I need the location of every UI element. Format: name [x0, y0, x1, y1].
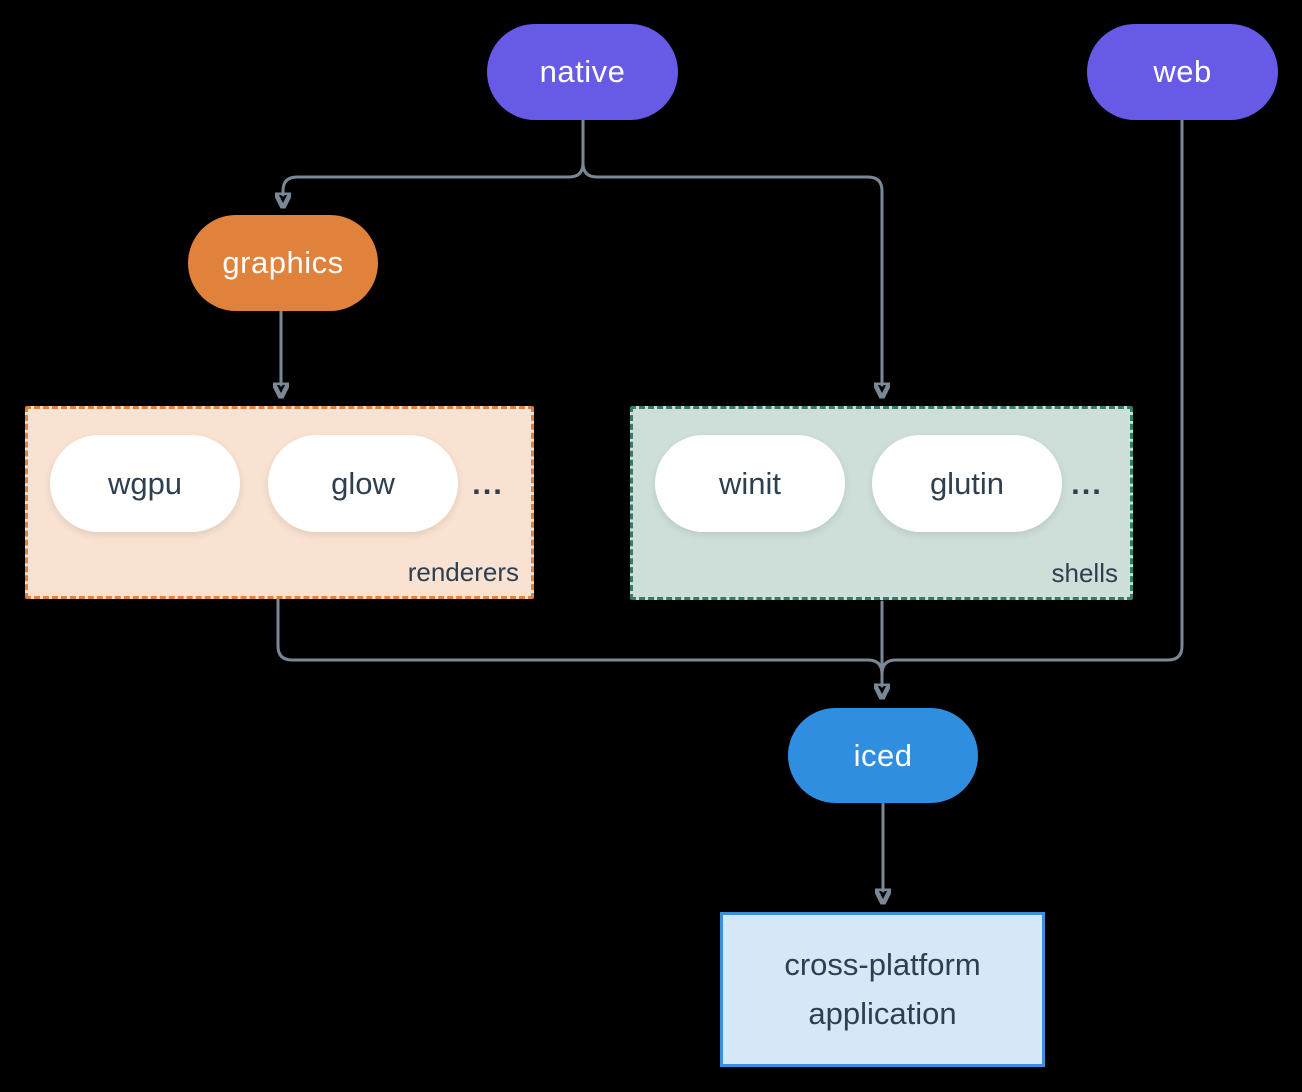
edge-renderers-to-merge — [276, 597, 884, 676]
node-wgpu-label: wgpu — [107, 465, 183, 501]
node-graphics: graphics — [188, 215, 378, 311]
node-winit-label: winit — [718, 465, 781, 501]
node-glow: glow — [268, 435, 458, 532]
node-native-label: native — [539, 54, 626, 89]
node-iced-label: iced — [853, 737, 913, 773]
node-iced: iced — [788, 708, 978, 803]
node-glutin: glutin — [872, 435, 1062, 532]
node-web: web — [1087, 24, 1278, 120]
renderers-ellipsis: ... — [472, 465, 504, 501]
group-shells: winit glutin ... shells — [630, 406, 1133, 600]
node-glutin-label: glutin — [929, 465, 1005, 501]
renderers-group-label: renderers — [407, 557, 519, 587]
node-glow-label: glow — [331, 465, 395, 501]
edge-web-to-merge — [880, 118, 1184, 676]
app-label-line1: cross-platform — [784, 947, 981, 983]
app-label-line2: application — [808, 995, 957, 1031]
node-cross-platform-application: cross-platform application — [720, 912, 1045, 1067]
node-native: native — [487, 24, 678, 120]
group-renderers: wgpu glow ... renderers — [25, 406, 534, 599]
shells-ellipsis: ... — [1071, 465, 1103, 501]
edge-native-to-shells — [581, 161, 882, 385]
node-winit: winit — [655, 435, 845, 532]
node-graphics-label: graphics — [222, 245, 344, 280]
edge-native-to-graphics — [283, 118, 585, 195]
node-wgpu: wgpu — [50, 435, 240, 532]
node-web-label: web — [1153, 54, 1212, 89]
shells-group-label: shells — [1051, 558, 1118, 588]
